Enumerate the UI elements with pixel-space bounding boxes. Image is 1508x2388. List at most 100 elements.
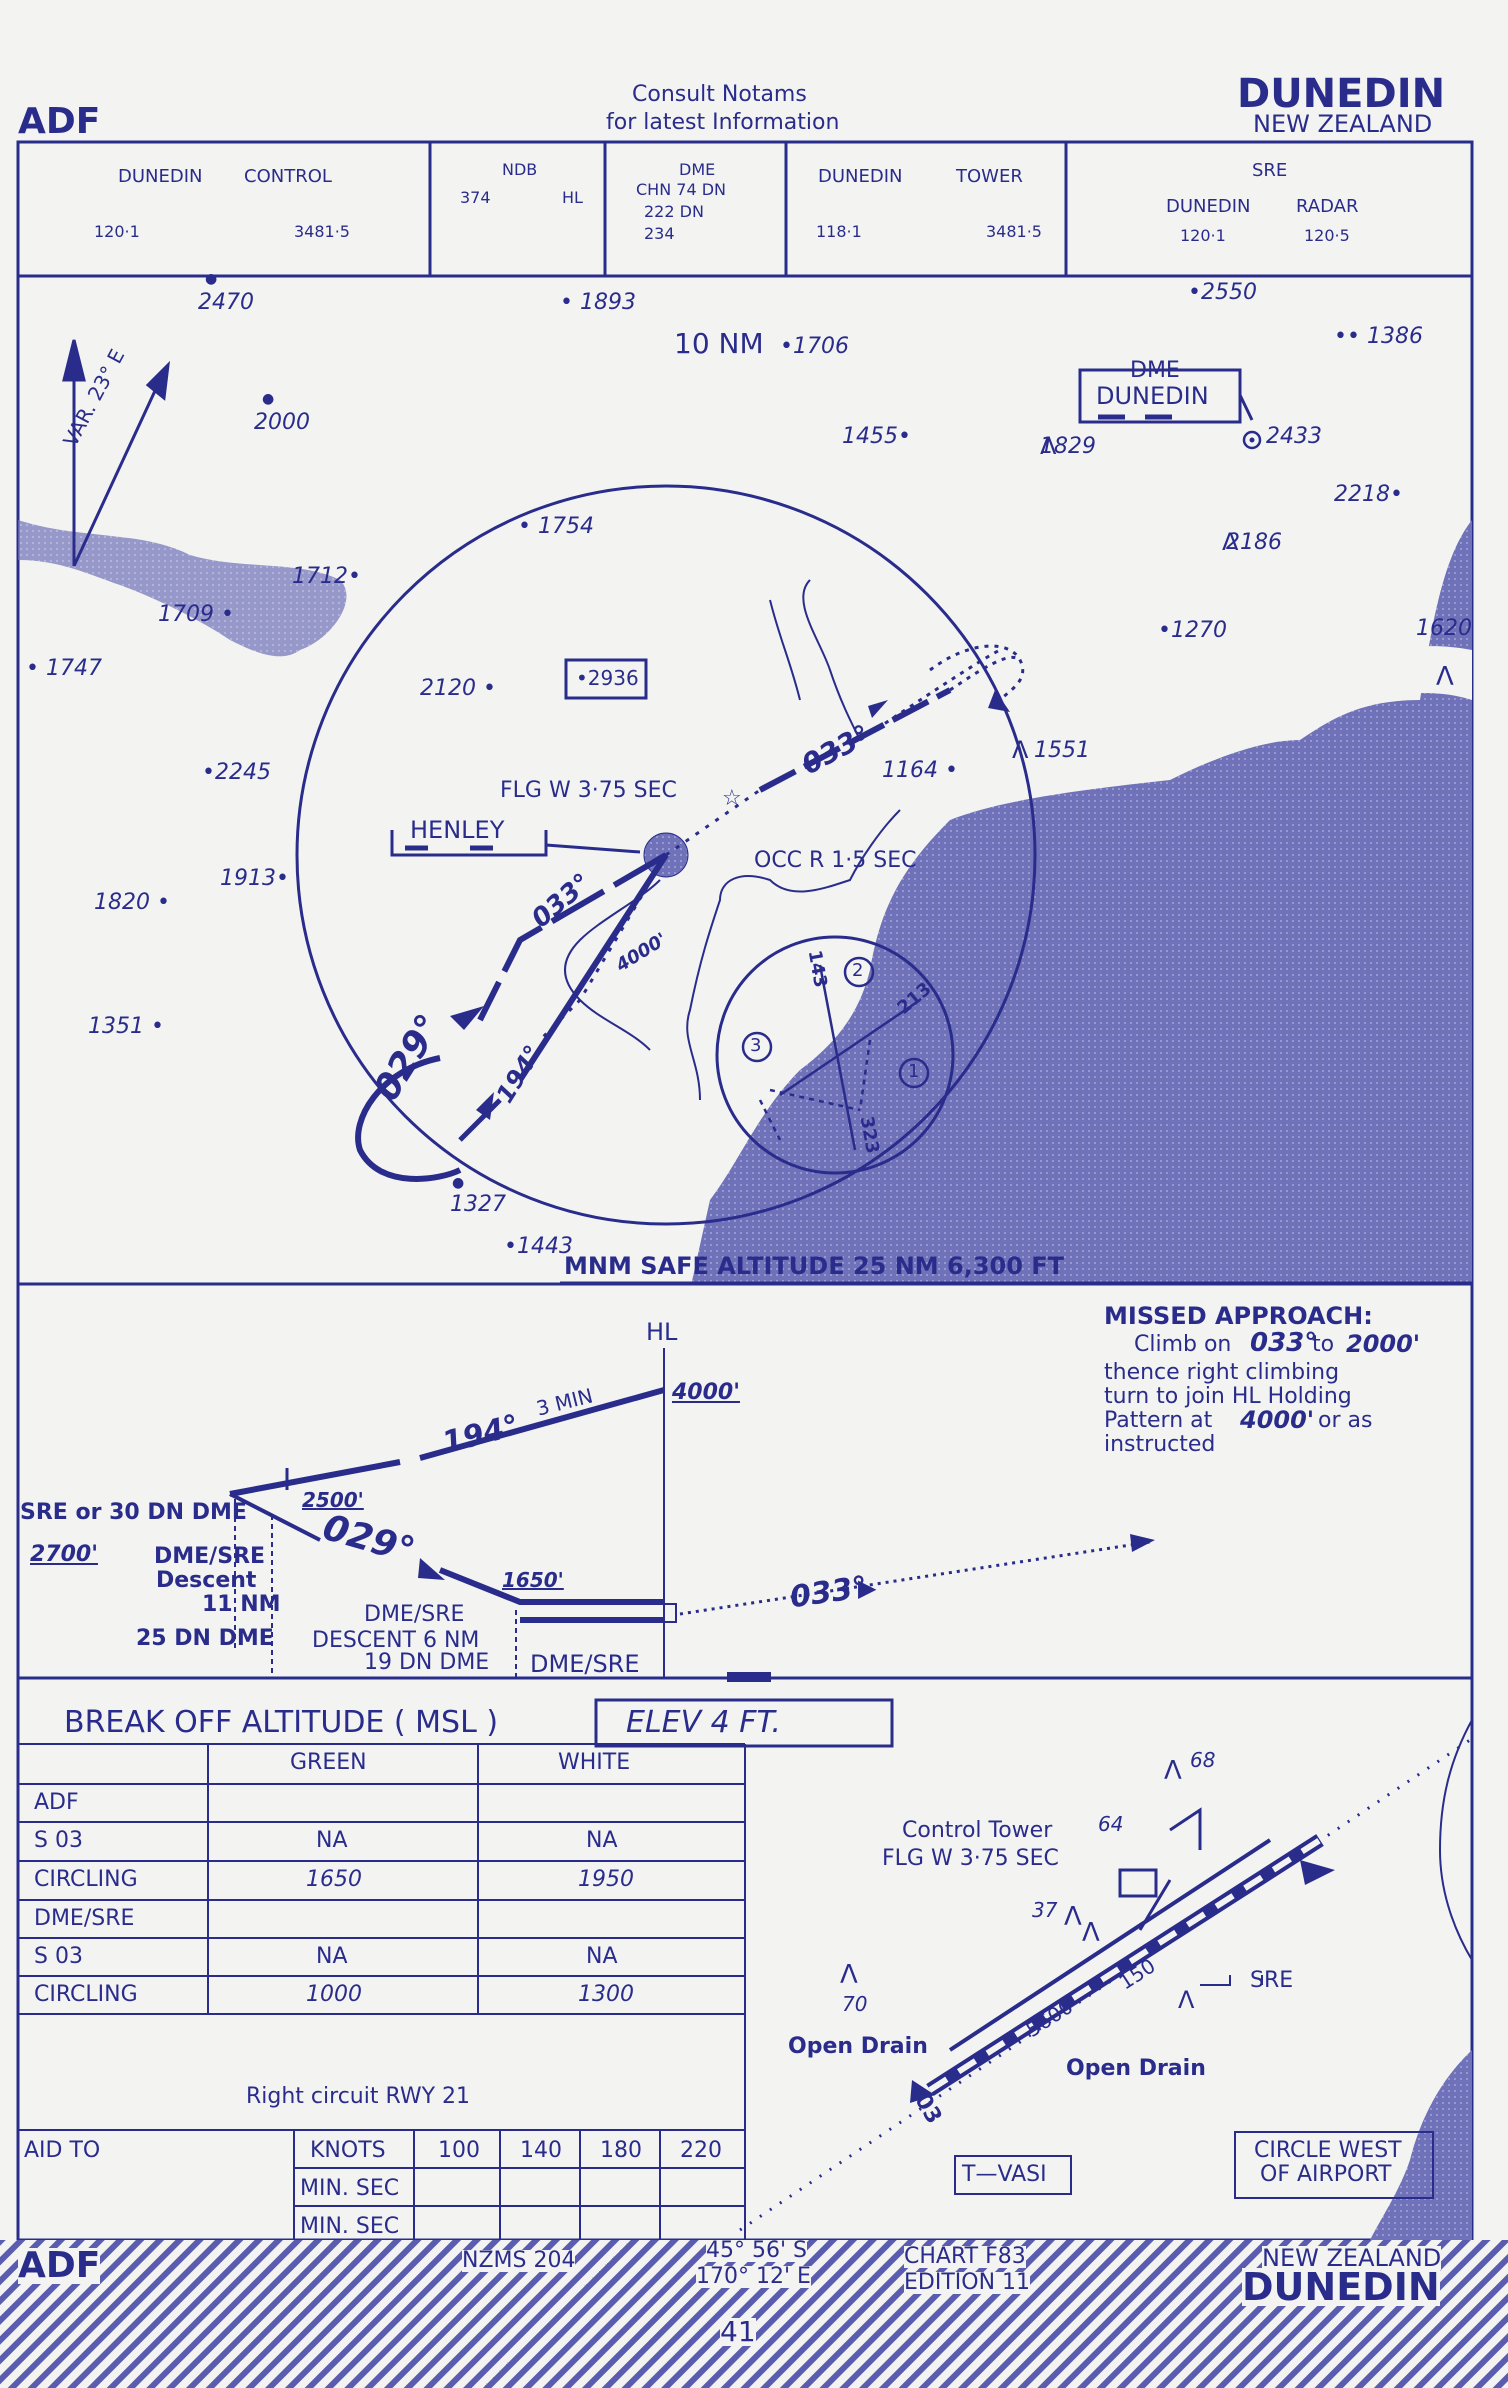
breakoff-title: BREAK OFF ALTITUDE ( MSL ) <box>64 1705 499 1740</box>
spot-height: 1551 <box>1034 738 1090 763</box>
spot-height: • 1754 <box>518 514 594 539</box>
tower-freq-b: 3481·5 <box>986 222 1042 241</box>
row-label: S 03 <box>34 1944 83 1969</box>
knots-label: KNOTS <box>310 2138 386 2163</box>
ndb-ident: HL <box>562 188 583 207</box>
sre-label: SRE <box>1252 160 1288 181</box>
spot-height: 2470 <box>198 290 254 315</box>
circle-west-a: CIRCLE WEST <box>1254 2138 1402 2163</box>
speed-140: 140 <box>520 2138 562 2163</box>
missed-l4a: Pattern at <box>1104 1408 1213 1433</box>
sre-name-a: DUNEDIN <box>1166 196 1251 217</box>
row-label: ADF <box>34 1790 79 1815</box>
airport-circle <box>715 935 955 1175</box>
profile-1650: 1650' <box>502 1568 564 1592</box>
obstacle-icon: Λ <box>1064 1902 1082 1932</box>
dme-box-station: DUNEDIN <box>1096 382 1209 410</box>
spot-height: 2120 • <box>420 676 496 701</box>
circuit-3: 3 <box>750 1035 762 1056</box>
row-green: NA <box>316 1944 348 1969</box>
min-sec-label: MIN. SEC <box>300 2214 400 2239</box>
footer-chart: CHART F83 <box>904 2244 1026 2269</box>
footer-lat: 45° 56' S <box>706 2238 807 2263</box>
control-name-b: CONTROL <box>244 166 332 187</box>
control-freq-b: 3481·5 <box>294 222 350 241</box>
spot-height: 1164 • <box>882 758 958 783</box>
spot-height: •2245 <box>202 760 271 785</box>
rwy-323: 323 <box>855 1114 883 1156</box>
spot-dot: ● <box>262 391 275 407</box>
profile-hl: HL <box>646 1318 678 1346</box>
row-green: NA <box>316 1828 348 1853</box>
circuit-2: 2 <box>852 960 864 981</box>
missed-l1c: to <box>1312 1332 1335 1357</box>
star-icon: ☆ <box>722 786 742 811</box>
row-label: S 03 <box>34 1828 83 1853</box>
tower-freq-a: 118·1 <box>816 222 862 241</box>
row-white: 1300 <box>578 1982 634 2007</box>
footer-nzms: NZMS 204 <box>462 2248 576 2273</box>
notams-line-1: Consult Notams <box>632 82 807 107</box>
row-label: DME/SRE <box>34 1906 135 1931</box>
profile-2700: 2700' <box>30 1542 98 1567</box>
rwy-143: 143 <box>803 948 831 990</box>
col-green: GREEN <box>290 1750 367 1775</box>
sre-freq-b: 120·5 <box>1304 226 1350 245</box>
lit-obstacle-icon: Λ <box>1436 662 1454 692</box>
profile-dmesre-descent-1: DME/SRE <box>154 1544 266 1569</box>
missed-l4b: 4000' <box>1240 1406 1315 1434</box>
spot-height: •1706 <box>780 334 849 359</box>
ndb-freq: 374 <box>460 188 491 207</box>
obstacle-icon: Λ <box>1040 432 1057 460</box>
dme-line-3: 234 <box>644 224 675 243</box>
ring-label: 10 NM <box>674 327 764 360</box>
aero-flg: FLG W 3·75 SEC <box>882 1846 1059 1871</box>
notams-line-2: for latest Information <box>606 110 840 135</box>
spot-height: 1913• <box>220 866 289 891</box>
obstacle-icon: Λ <box>1012 736 1029 764</box>
spot-height: •1270 <box>1158 618 1227 643</box>
footer-city: DUNEDIN <box>1242 2265 1440 2309</box>
aero-sre: SRE <box>1250 1968 1294 1993</box>
procedure-type: ADF <box>18 101 101 142</box>
obstacle-icon: Λ <box>1082 1918 1100 1948</box>
spot-height: 1829 <box>1040 434 1096 459</box>
spot-height: • 1747 <box>26 656 102 681</box>
occ-light-label: OCC R 1·5 SEC <box>754 848 917 873</box>
spot-height: 1351 • <box>88 1014 164 1039</box>
spot-height: •• 1386 <box>1334 324 1423 349</box>
control-tower-label: Control Tower <box>902 1818 1053 1843</box>
msa-label: MNM SAFE ALTITUDE 25 NM 6,300 FT <box>564 1252 1065 1280</box>
profile-dmesre-3: DME/SRE <box>530 1650 640 1678</box>
obstacle-icon: Λ <box>1164 1756 1182 1786</box>
row-label: CIRCLING <box>34 1982 138 2007</box>
ndb-label: NDB <box>502 160 538 179</box>
elev-box <box>594 1698 894 1748</box>
aero-68: 68 <box>1190 1748 1216 1772</box>
elevation: ELEV 4 FT. <box>626 1705 781 1740</box>
open-drain-2: Open Drain <box>1066 2056 1206 2081</box>
missed-title: MISSED APPROACH: <box>1104 1302 1373 1330</box>
sre-name-b: RADAR <box>1296 196 1359 217</box>
harbour-area <box>18 520 347 657</box>
missed-l5: instructed <box>1104 1432 1216 1457</box>
sea-area <box>691 520 1472 1284</box>
speed-180: 180 <box>600 2138 642 2163</box>
spot-height: 2000 <box>254 410 310 435</box>
row-label: CIRCLING <box>34 1867 138 1892</box>
circuit-note: Right circuit RWY 21 <box>246 2084 471 2109</box>
aero-64: 64 <box>1098 1812 1124 1836</box>
spot-2936: •2936 <box>576 666 639 690</box>
open-drain-1: Open Drain <box>788 2034 928 2059</box>
missed-l3: turn to join HL Holding <box>1104 1384 1352 1409</box>
speed-100: 100 <box>438 2138 480 2163</box>
missed-l1d: 2000' <box>1346 1330 1421 1358</box>
spot-height: •1443 <box>504 1234 573 1259</box>
t-vasi: T—VASI <box>962 2162 1047 2187</box>
profile-25dn: 25 DN DME <box>136 1626 274 1651</box>
aero-70: 70 <box>842 1992 868 2016</box>
spot-height: 1620 <box>1416 616 1472 641</box>
row-white: 1950 <box>578 1867 634 1892</box>
footer-hatch <box>0 2240 1508 2388</box>
